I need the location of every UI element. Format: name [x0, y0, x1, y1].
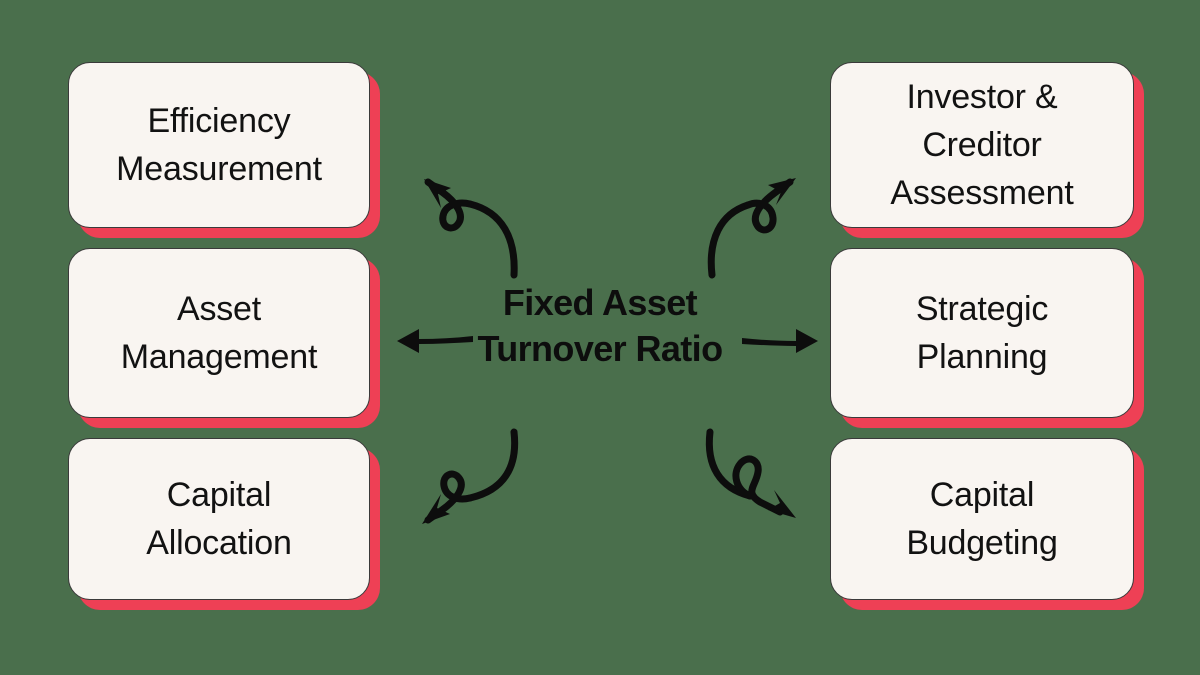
card-label-capital-allocation: Capital Allocation [146, 475, 292, 562]
center-title: Fixed Asset Turnover Ratio [477, 282, 724, 370]
card-label-capital-budgeting: Capital Budgeting [906, 475, 1058, 562]
card-efficiency-measurement[interactable]: Efficiency Measurement [68, 62, 370, 228]
curved-arrow-down-right-icon [705, 428, 796, 518]
curved-arrow-up-left-icon [424, 178, 518, 279]
card-label-investor-creditor-assessment: Investor & Creditor Assessment [890, 77, 1074, 213]
card-strategic-planning[interactable]: Strategic Planning [830, 248, 1134, 418]
card-investor-creditor-assessment[interactable]: Investor & Creditor Assessment [830, 62, 1134, 228]
straight-arrow-left-icon [397, 329, 473, 353]
card-label-efficiency-measurement: Efficiency Measurement [116, 101, 322, 188]
curved-arrow-down-left-icon [422, 428, 519, 524]
card-label-strategic-planning: Strategic Planning [915, 289, 1049, 376]
card-capital-budgeting[interactable]: Capital Budgeting [830, 438, 1134, 600]
curved-arrow-up-right-icon [707, 178, 796, 279]
straight-arrow-right-icon [742, 329, 818, 353]
card-label-asset-management: Asset Management [120, 289, 318, 376]
card-capital-allocation[interactable]: Capital Allocation [68, 438, 370, 600]
card-asset-management[interactable]: Asset Management [68, 248, 370, 418]
